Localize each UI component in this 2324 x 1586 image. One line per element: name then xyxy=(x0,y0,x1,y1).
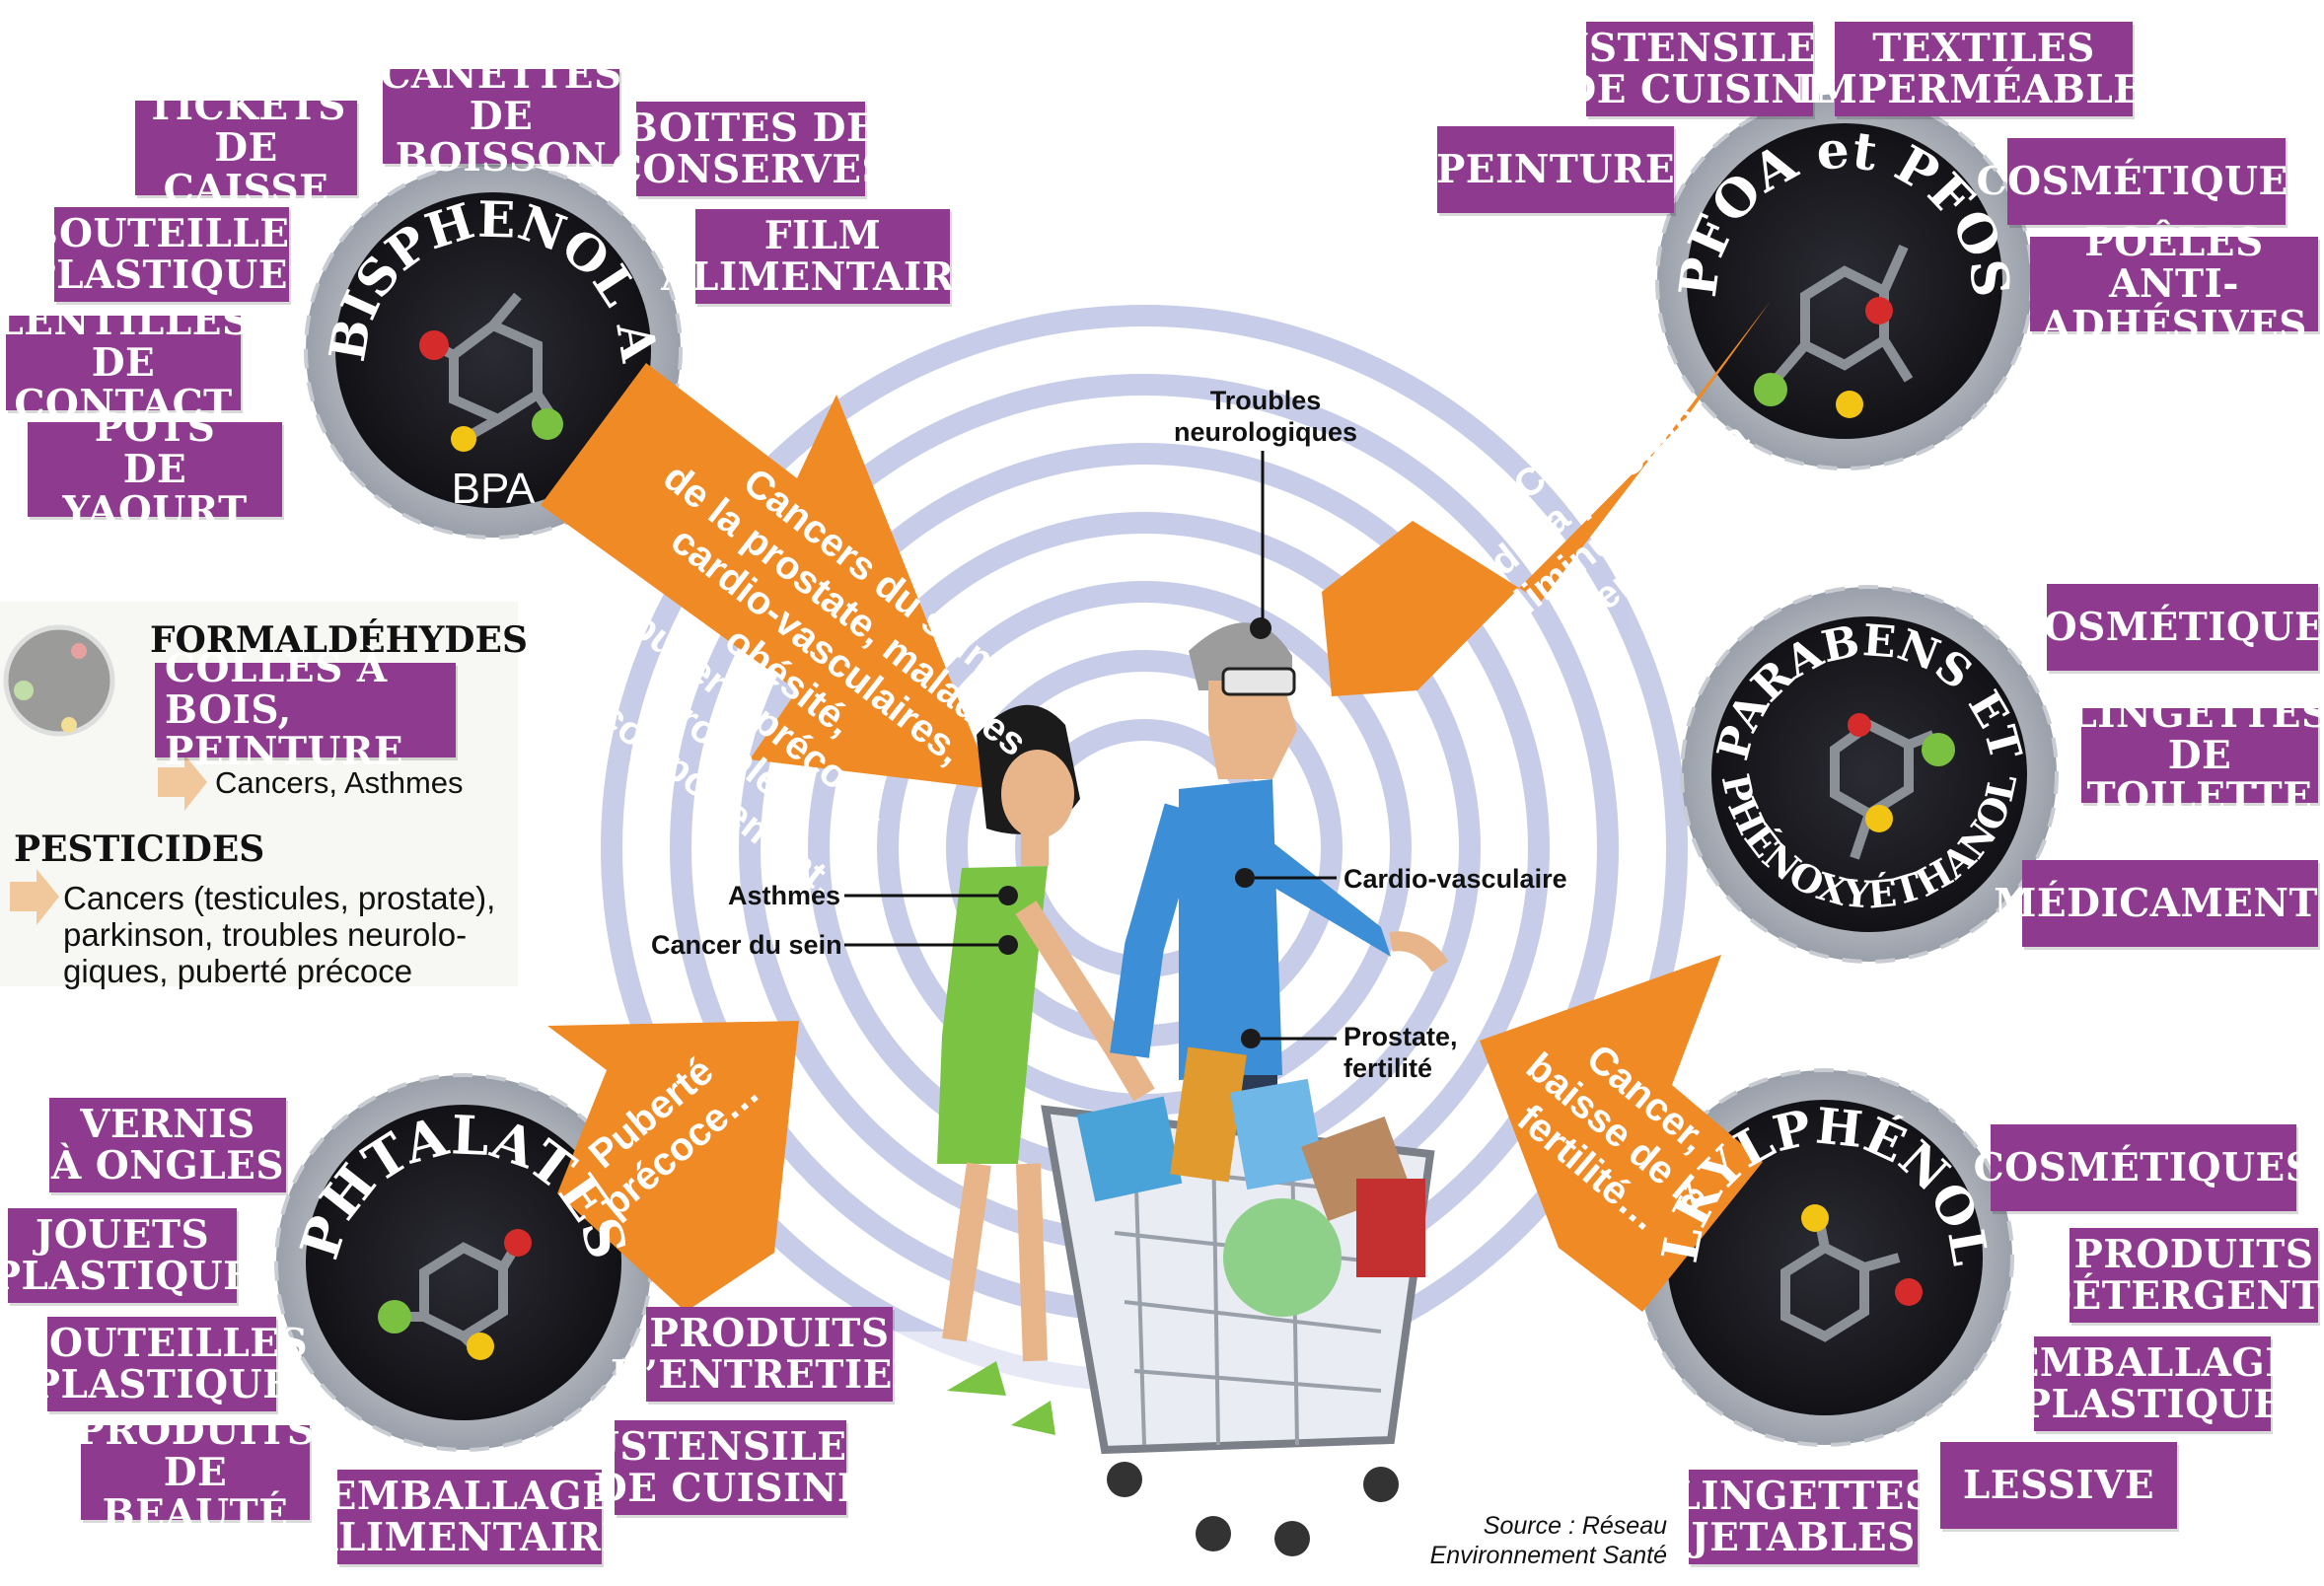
alkyl-arrow xyxy=(1480,955,1763,1312)
tag-emballage-plastique: EMBALLAGE PLASTIQUE xyxy=(2010,1336,2294,1431)
tag-ustensiles-de-cuisine-1: USTENSILES DE CUISINE xyxy=(1555,22,1844,116)
orange-arrows xyxy=(10,301,1771,1312)
label-cancer-du-sein: Cancer du sein xyxy=(651,930,842,960)
label-prostate-fertilite: Prostate, fertilité xyxy=(1344,1022,1458,1083)
formaldehydes-title: FORMALDÉHYDES xyxy=(150,619,528,661)
tag-produits-dentretien: PRODUITS D’ENTRETIEN xyxy=(611,1307,928,1402)
tag-lessive: LESSIVE xyxy=(1940,1442,2177,1529)
tag-produits-detergents: PRODUITS DÉTERGENTS xyxy=(2038,1228,2324,1323)
tag-produits-de-beaute: PRODUITS DE BEAUTÉ xyxy=(75,1408,316,1537)
formaldehydes-effects: Cancers, Asthmes xyxy=(215,765,464,800)
label-troubles-neurologiques: Troubles neurologiques xyxy=(1173,386,1357,447)
label-cardio-vasculaire: Cardio-vasculaire xyxy=(1344,864,1567,894)
tag-vernis-a-ongles: VERNIS À ONGLES xyxy=(49,1098,286,1192)
tag-tickets-de-caisse: TICKETS DE CAISSE xyxy=(135,86,357,210)
tag-textiles-impermeables: TEXTILES IMPERMÉABLES xyxy=(1796,22,2171,116)
source-note: Source : Réseau Environnement Santé xyxy=(1429,1512,1667,1569)
leader-lines xyxy=(844,451,1337,1041)
tag-canettes-de-boisson: CANETTES DE BOISSON xyxy=(380,52,622,180)
pfoa-ring-title: PFOA et PFOS xyxy=(1668,119,2021,300)
tag-film-alimentaire: FILM ALIMENTAIRE xyxy=(661,209,983,304)
tag-emballage-alimentaire: EMBALLAGE ALIMENTAIRE xyxy=(308,1470,630,1564)
tag-cosmetiques-3: COSMÉTIQUES xyxy=(1974,1124,2313,1211)
tag-lingettes-jetables: LINGETTES JETABLES xyxy=(1673,1470,1932,1564)
shopping-cart xyxy=(1041,1046,1435,1556)
bpa-abbr: BPA xyxy=(452,465,536,513)
tag-lingettes-de-toilette: LINGETTES DE TOILETTE xyxy=(2070,691,2324,820)
tag-colles-a-bois-peinture: COLLES À BOIS, PEINTURE xyxy=(155,648,456,772)
tag-ustensiles-de-cuisine-2: USTENSILES DE CUISINE xyxy=(586,1420,875,1515)
phtalates-disc xyxy=(274,1073,653,1452)
bisphenol-ring-title: BISPHENOL A xyxy=(318,190,669,367)
pfoa-arrow xyxy=(1322,301,1771,696)
pesticides-effects: Cancers (testicules, prostate), parkinso… xyxy=(63,880,496,989)
tag-pots-de-yaourt: POTS DE YAOURT xyxy=(28,407,282,532)
parabens-ring-title-1: PARABENS ET xyxy=(1708,615,2031,765)
parabens-ring-title-2: PHÉNOXYÉTHANOL xyxy=(1713,770,2026,917)
tag-bouteilles-plastiques: BOUTEILLES PLASTIQUES xyxy=(26,207,318,302)
tag-boites-de-conserves: BOITES DE CONSERVES xyxy=(612,102,890,196)
tag-cosmetiques-1: COSMÉTIQUES xyxy=(1977,138,2316,225)
pesticides-title: PESTICIDES xyxy=(14,829,265,870)
man-figure xyxy=(1110,617,1449,1332)
tag-bouteilles-plastique: BOUTEILLES PLASTIQUE xyxy=(16,1317,308,1411)
tag-lentilles-de-contact: LENTILLES DE CONTACT xyxy=(0,299,251,427)
bpa-arrow xyxy=(541,363,994,789)
tag-medicaments: MÉDICAMENTS xyxy=(1994,860,2324,947)
parabens-disc xyxy=(1680,585,2059,964)
tag-jouets-plastique: JOUETS PLASTIQUE xyxy=(0,1208,253,1303)
tag-poeles-anti-adhesives: POÊLES ANTI- ADHÉSIVES xyxy=(2030,222,2318,346)
label-asthmes: Asthmes xyxy=(728,881,841,910)
tag-peinture: PEINTURE xyxy=(1436,126,1675,213)
phtalates-arrow xyxy=(547,1021,799,1312)
tag-cosmetiques-2: COSMÉTIQUES xyxy=(2012,584,2324,671)
